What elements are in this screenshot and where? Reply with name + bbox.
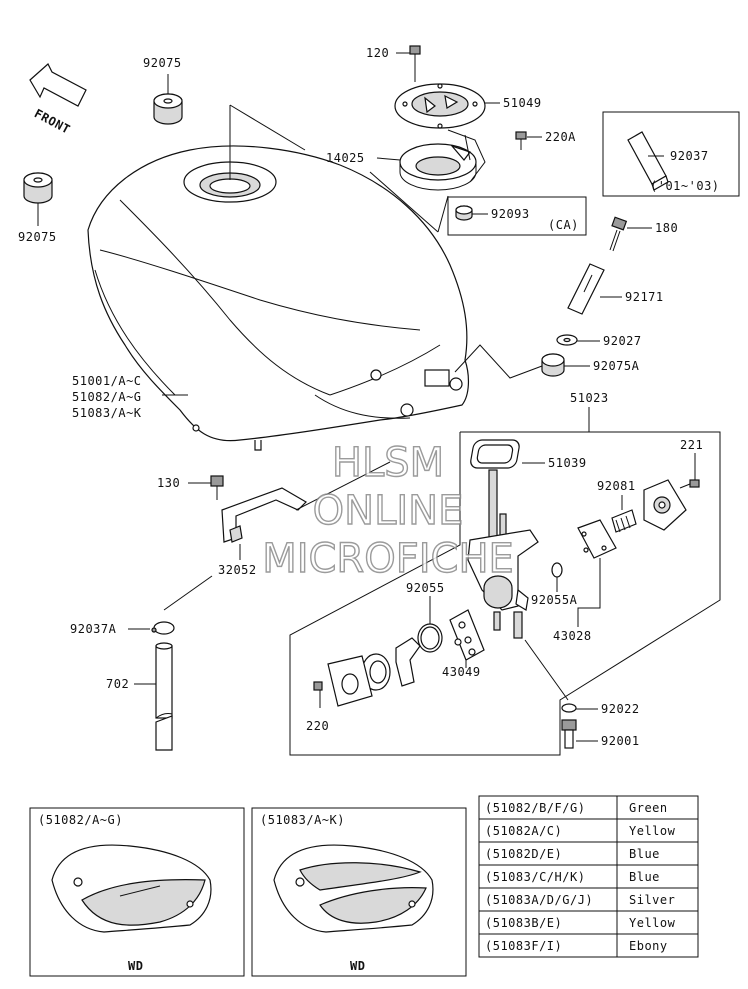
label-221: 221 <box>680 438 703 452</box>
table-color-2: Blue <box>629 847 660 861</box>
watermark-line3: MICROFICHE <box>262 536 514 582</box>
washer-92022 <box>561 703 577 713</box>
label-92001: 92001 <box>601 734 640 748</box>
variant-box-51083: (51083/A~K) WD <box>251 807 467 977</box>
color-table: (51082/B/F/G) Green (51082A/C) Yellow (5… <box>478 795 699 958</box>
label-92027: 92027 <box>603 334 642 348</box>
table-part-6: (51083F/I) <box>485 939 562 953</box>
label-92093-note: (CA) <box>548 218 579 232</box>
label-220: 220 <box>306 719 329 733</box>
label-51082: 51082/A~G <box>72 390 142 404</box>
clamp-92171 <box>567 263 605 315</box>
label-92055A: 92055A <box>531 593 578 607</box>
label-130: 130 <box>157 476 180 490</box>
table-part-0: (51082/B/F/G) <box>485 801 585 815</box>
label-51083: 51083/A~K <box>72 406 142 420</box>
gasket-51039 <box>470 439 520 469</box>
label-51023: 51023 <box>570 391 609 405</box>
table-part-5: (51083B/E) <box>485 916 562 930</box>
label-92075-left: 92075 <box>18 230 57 244</box>
oring-92055 <box>417 623 443 653</box>
table-color-5: Yellow <box>629 916 676 930</box>
bracket-32052 <box>221 487 307 543</box>
watermark: HLSM ONLINE MICROFICHE <box>261 439 514 582</box>
bolt-180 <box>609 216 628 252</box>
fuel-tank <box>87 104 469 451</box>
variant-caption-51082: WD <box>128 959 143 973</box>
label-51001: 51001/A~C <box>72 374 142 388</box>
bolt-130 <box>210 475 224 500</box>
hose-702 <box>155 642 173 751</box>
table-color-3: Blue <box>629 870 660 884</box>
clip-92037A <box>151 621 175 635</box>
label-120: 120 <box>366 46 389 60</box>
variant-caption-51083: WD <box>350 959 365 973</box>
table-color-6: Ebony <box>629 939 668 953</box>
screw-220 <box>313 681 323 708</box>
variant-box-51082: (51082/A~G) WD <box>29 807 245 977</box>
label-92037-note: ('01~'03) <box>650 179 720 193</box>
variant-title-51082: (51082/A~G) <box>38 813 123 827</box>
front-arrow: FRONT <box>29 63 87 137</box>
box-92093 <box>447 196 587 236</box>
screw-221 <box>679 479 700 489</box>
label-92037: 92037 <box>670 149 709 163</box>
plate-43028 <box>577 519 617 559</box>
bushing-92075A <box>541 353 565 377</box>
cap-51049 <box>394 83 486 129</box>
label-92055: 92055 <box>406 581 445 595</box>
table-color-4: Silver <box>629 893 675 907</box>
label-14025: 14025 <box>326 151 365 165</box>
label-43028: 43028 <box>553 629 592 643</box>
label-92081: 92081 <box>597 479 636 493</box>
label-51049: 51049 <box>503 96 542 110</box>
label-51039: 51039 <box>548 456 587 470</box>
table-part-3: (51083/C/H/K) <box>485 870 585 884</box>
label-92037A: 92037A <box>70 622 117 636</box>
front-arrow-label: FRONT <box>32 106 73 136</box>
label-180: 180 <box>655 221 678 235</box>
watermark-line2: ONLINE <box>313 488 464 534</box>
cap-assembly-outline <box>447 129 486 183</box>
table-color-1: Yellow <box>629 824 676 838</box>
petcock-cover <box>643 479 687 531</box>
label-702: 702 <box>106 677 129 691</box>
flange-gasket <box>327 655 373 707</box>
bolt-92001 <box>561 719 577 749</box>
petcock-body <box>467 469 539 639</box>
cap-base-14025 <box>399 134 477 191</box>
washer-92027 <box>556 334 578 346</box>
elbow-fitting <box>395 637 421 687</box>
table-part-1: (51082A/C) <box>485 824 562 838</box>
box-92037 <box>602 111 740 197</box>
label-220A: 220A <box>545 130 576 144</box>
watermark-line1: HLSM <box>332 440 444 486</box>
table-part-4: (51083A/D/G/J) <box>485 893 593 907</box>
plate-43049 <box>449 609 485 661</box>
table-part-2: (51082D/E) <box>485 847 562 861</box>
label-92075A: 92075A <box>593 359 640 373</box>
bolt-120 <box>409 45 421 66</box>
label-43049: 43049 <box>442 665 481 679</box>
label-92171: 92171 <box>625 290 664 304</box>
table-color-0: Green <box>629 801 668 815</box>
variant-title-51083: (51083/A~K) <box>260 813 345 827</box>
label-32052: 32052 <box>218 563 257 577</box>
label-92022: 92022 <box>601 702 640 716</box>
oring-92055A <box>551 562 563 578</box>
bushing-92075-left <box>23 172 53 226</box>
label-92075-top: 92075 <box>143 56 182 70</box>
label-92093: 92093 <box>491 207 530 221</box>
bushing-92075-top <box>153 74 183 125</box>
screw-220A <box>515 131 527 150</box>
spring-92081 <box>611 509 637 533</box>
seal-ring <box>361 653 391 691</box>
